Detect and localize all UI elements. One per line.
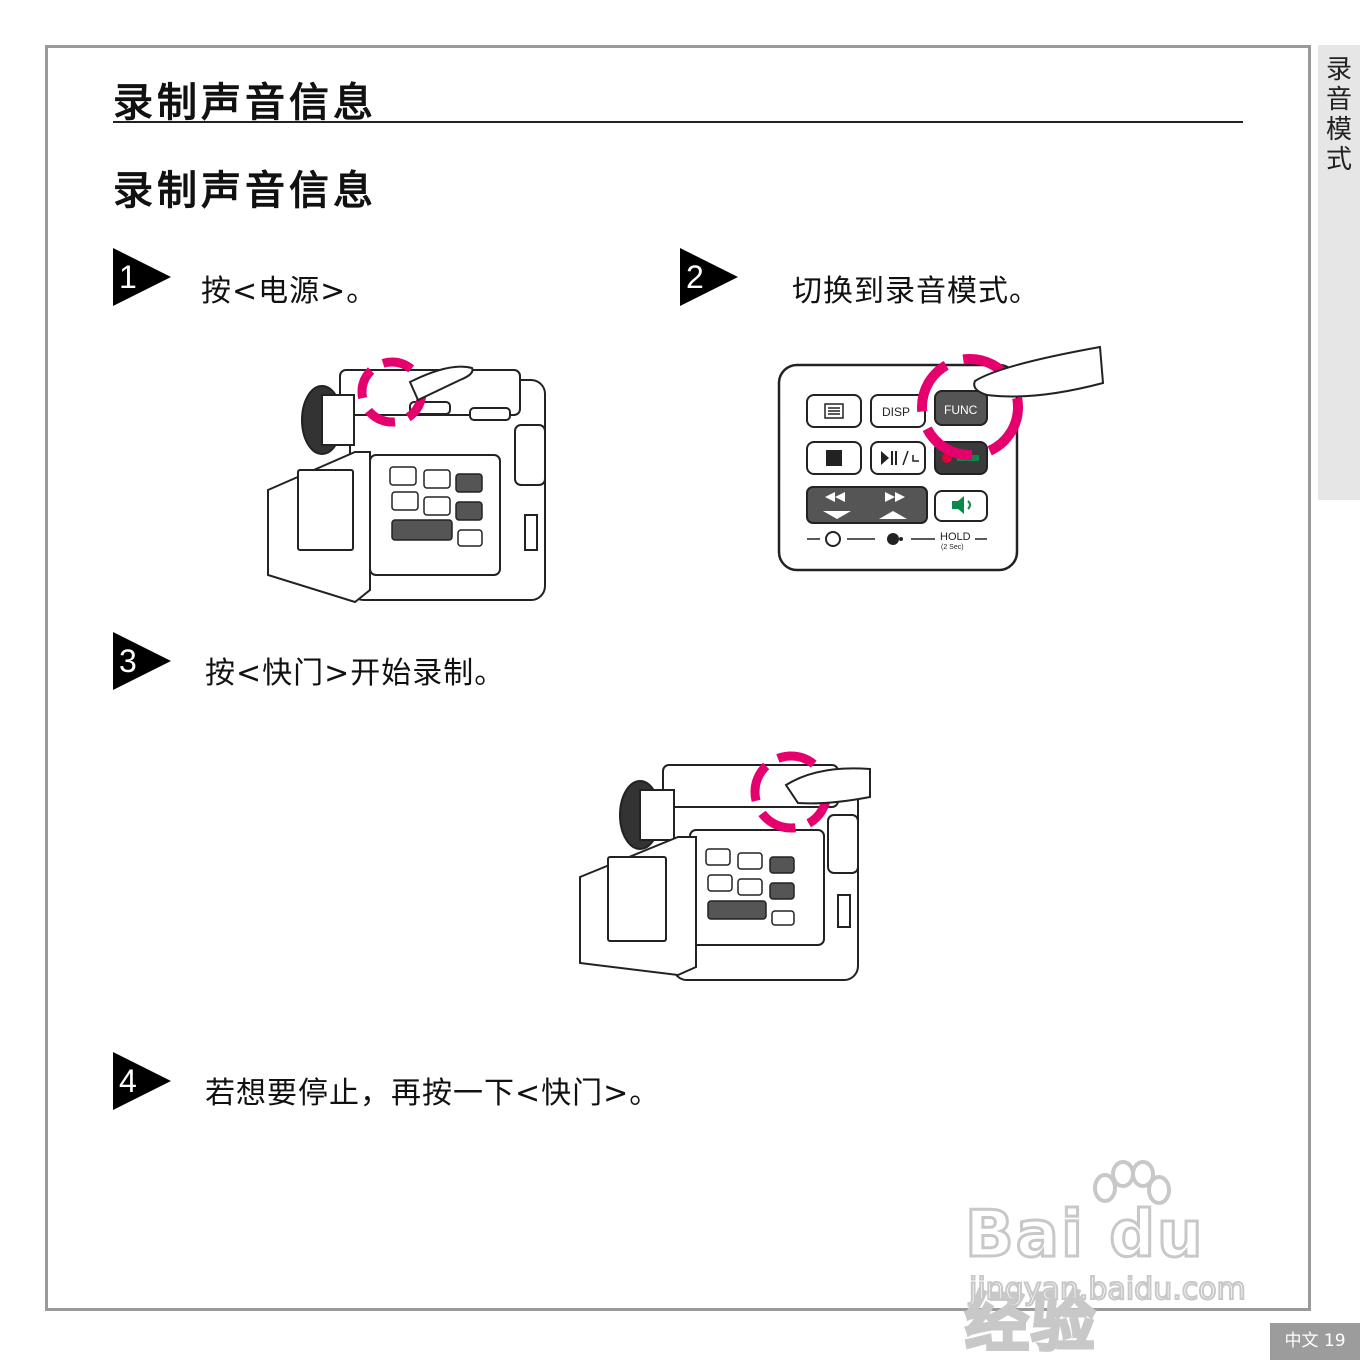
title-rule xyxy=(113,121,1243,123)
side-tab: 录音模式 xyxy=(1318,45,1360,500)
step-3-text: 按<快门>开始录制。 xyxy=(205,656,506,691)
step-marker-3: 3 xyxy=(113,632,171,690)
step-1: 1 按<电源>。 xyxy=(113,248,613,309)
camcorder-illustration-1 xyxy=(267,357,546,604)
macro-icon xyxy=(887,533,903,545)
baidu-watermark: Bai du 经验 jingyan.baidu.com xyxy=(964,1160,1285,1363)
step-marker-1: 1 xyxy=(113,248,171,306)
camcorder-illustration-2 xyxy=(579,751,871,981)
func-press-highlight xyxy=(917,354,1023,460)
svg-text:2: 2 xyxy=(686,259,704,295)
timer-icon xyxy=(825,531,841,547)
page-frame xyxy=(45,45,1311,1311)
svg-text:FUNC: FUNC xyxy=(944,403,978,417)
stop-icon xyxy=(826,450,842,466)
step-3: 3 按<快门>开始录制。 xyxy=(113,632,713,692)
svg-text:(2 Sec): (2 Sec) xyxy=(941,544,964,551)
watermark-url: jingyan.baidu.com xyxy=(968,1271,1247,1308)
menu-icon xyxy=(824,403,844,419)
step-2-text: 切换到录音模式。 xyxy=(792,274,1040,309)
step-2: 2 切换到录音模式。 xyxy=(680,248,1180,309)
page-number: 中文 19 xyxy=(1270,1323,1360,1360)
step-4-text: 若想要停止，再按一下<快门>。 xyxy=(205,1076,661,1111)
control-panel-illustration: DISP FUNC xyxy=(777,345,1105,572)
speaker-icon xyxy=(952,496,971,514)
svg-text:HOLD: HOLD xyxy=(940,531,971,543)
side-tab-label: 录音模式 xyxy=(1318,55,1360,175)
step-4: 4 若想要停止，再按一下<快门>。 xyxy=(113,1052,813,1112)
svg-text:4: 4 xyxy=(119,1063,137,1099)
step-marker-4: 4 xyxy=(113,1052,171,1110)
paw-logo-icon xyxy=(1093,1160,1171,1205)
svg-text:DISP: DISP xyxy=(882,405,910,419)
step-marker-2: 2 xyxy=(680,248,738,306)
section-title: 录制声音信息 xyxy=(113,168,377,214)
page-title: 录制声音信息 xyxy=(113,80,377,126)
svg-text:1: 1 xyxy=(119,259,137,295)
step-1-text: 按<电源>。 xyxy=(201,274,378,309)
svg-text:3: 3 xyxy=(119,643,137,679)
watermark-brand: Bai du 经验 xyxy=(964,1197,1205,1363)
play-pause-icon xyxy=(881,450,919,466)
side-tab-text: 录音模式 xyxy=(1325,55,1352,175)
